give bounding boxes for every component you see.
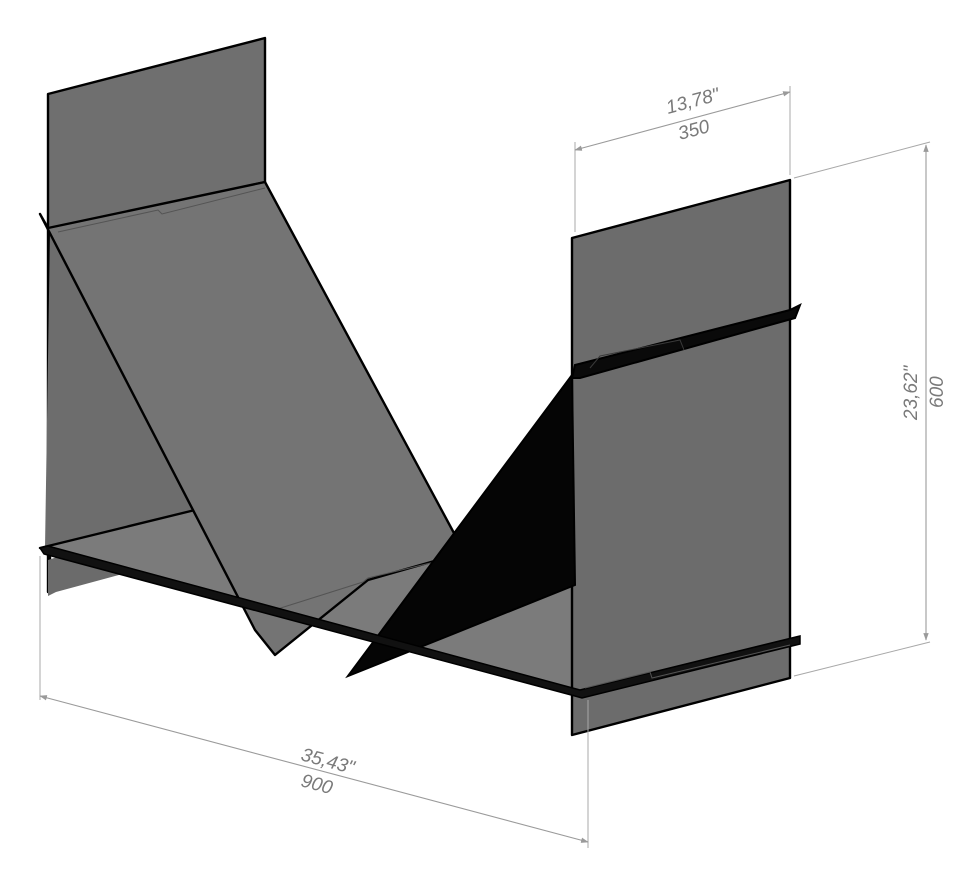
right-sloped-plate bbox=[345, 372, 577, 679]
width-mm-label: 900 bbox=[299, 771, 335, 800]
dimension-lines bbox=[39, 86, 931, 848]
log-rack bbox=[38, 36, 802, 737]
right-top-crossbar bbox=[570, 302, 802, 379]
height-inches-label: 23,62" bbox=[901, 364, 922, 421]
depth-mm-label: 350 bbox=[676, 116, 712, 145]
height-mm-label: 600 bbox=[927, 376, 948, 408]
depth-inches-label: 13,78" bbox=[664, 84, 723, 119]
left-side-panel-body bbox=[45, 232, 195, 548]
bottom-front-bar bbox=[38, 545, 801, 699]
